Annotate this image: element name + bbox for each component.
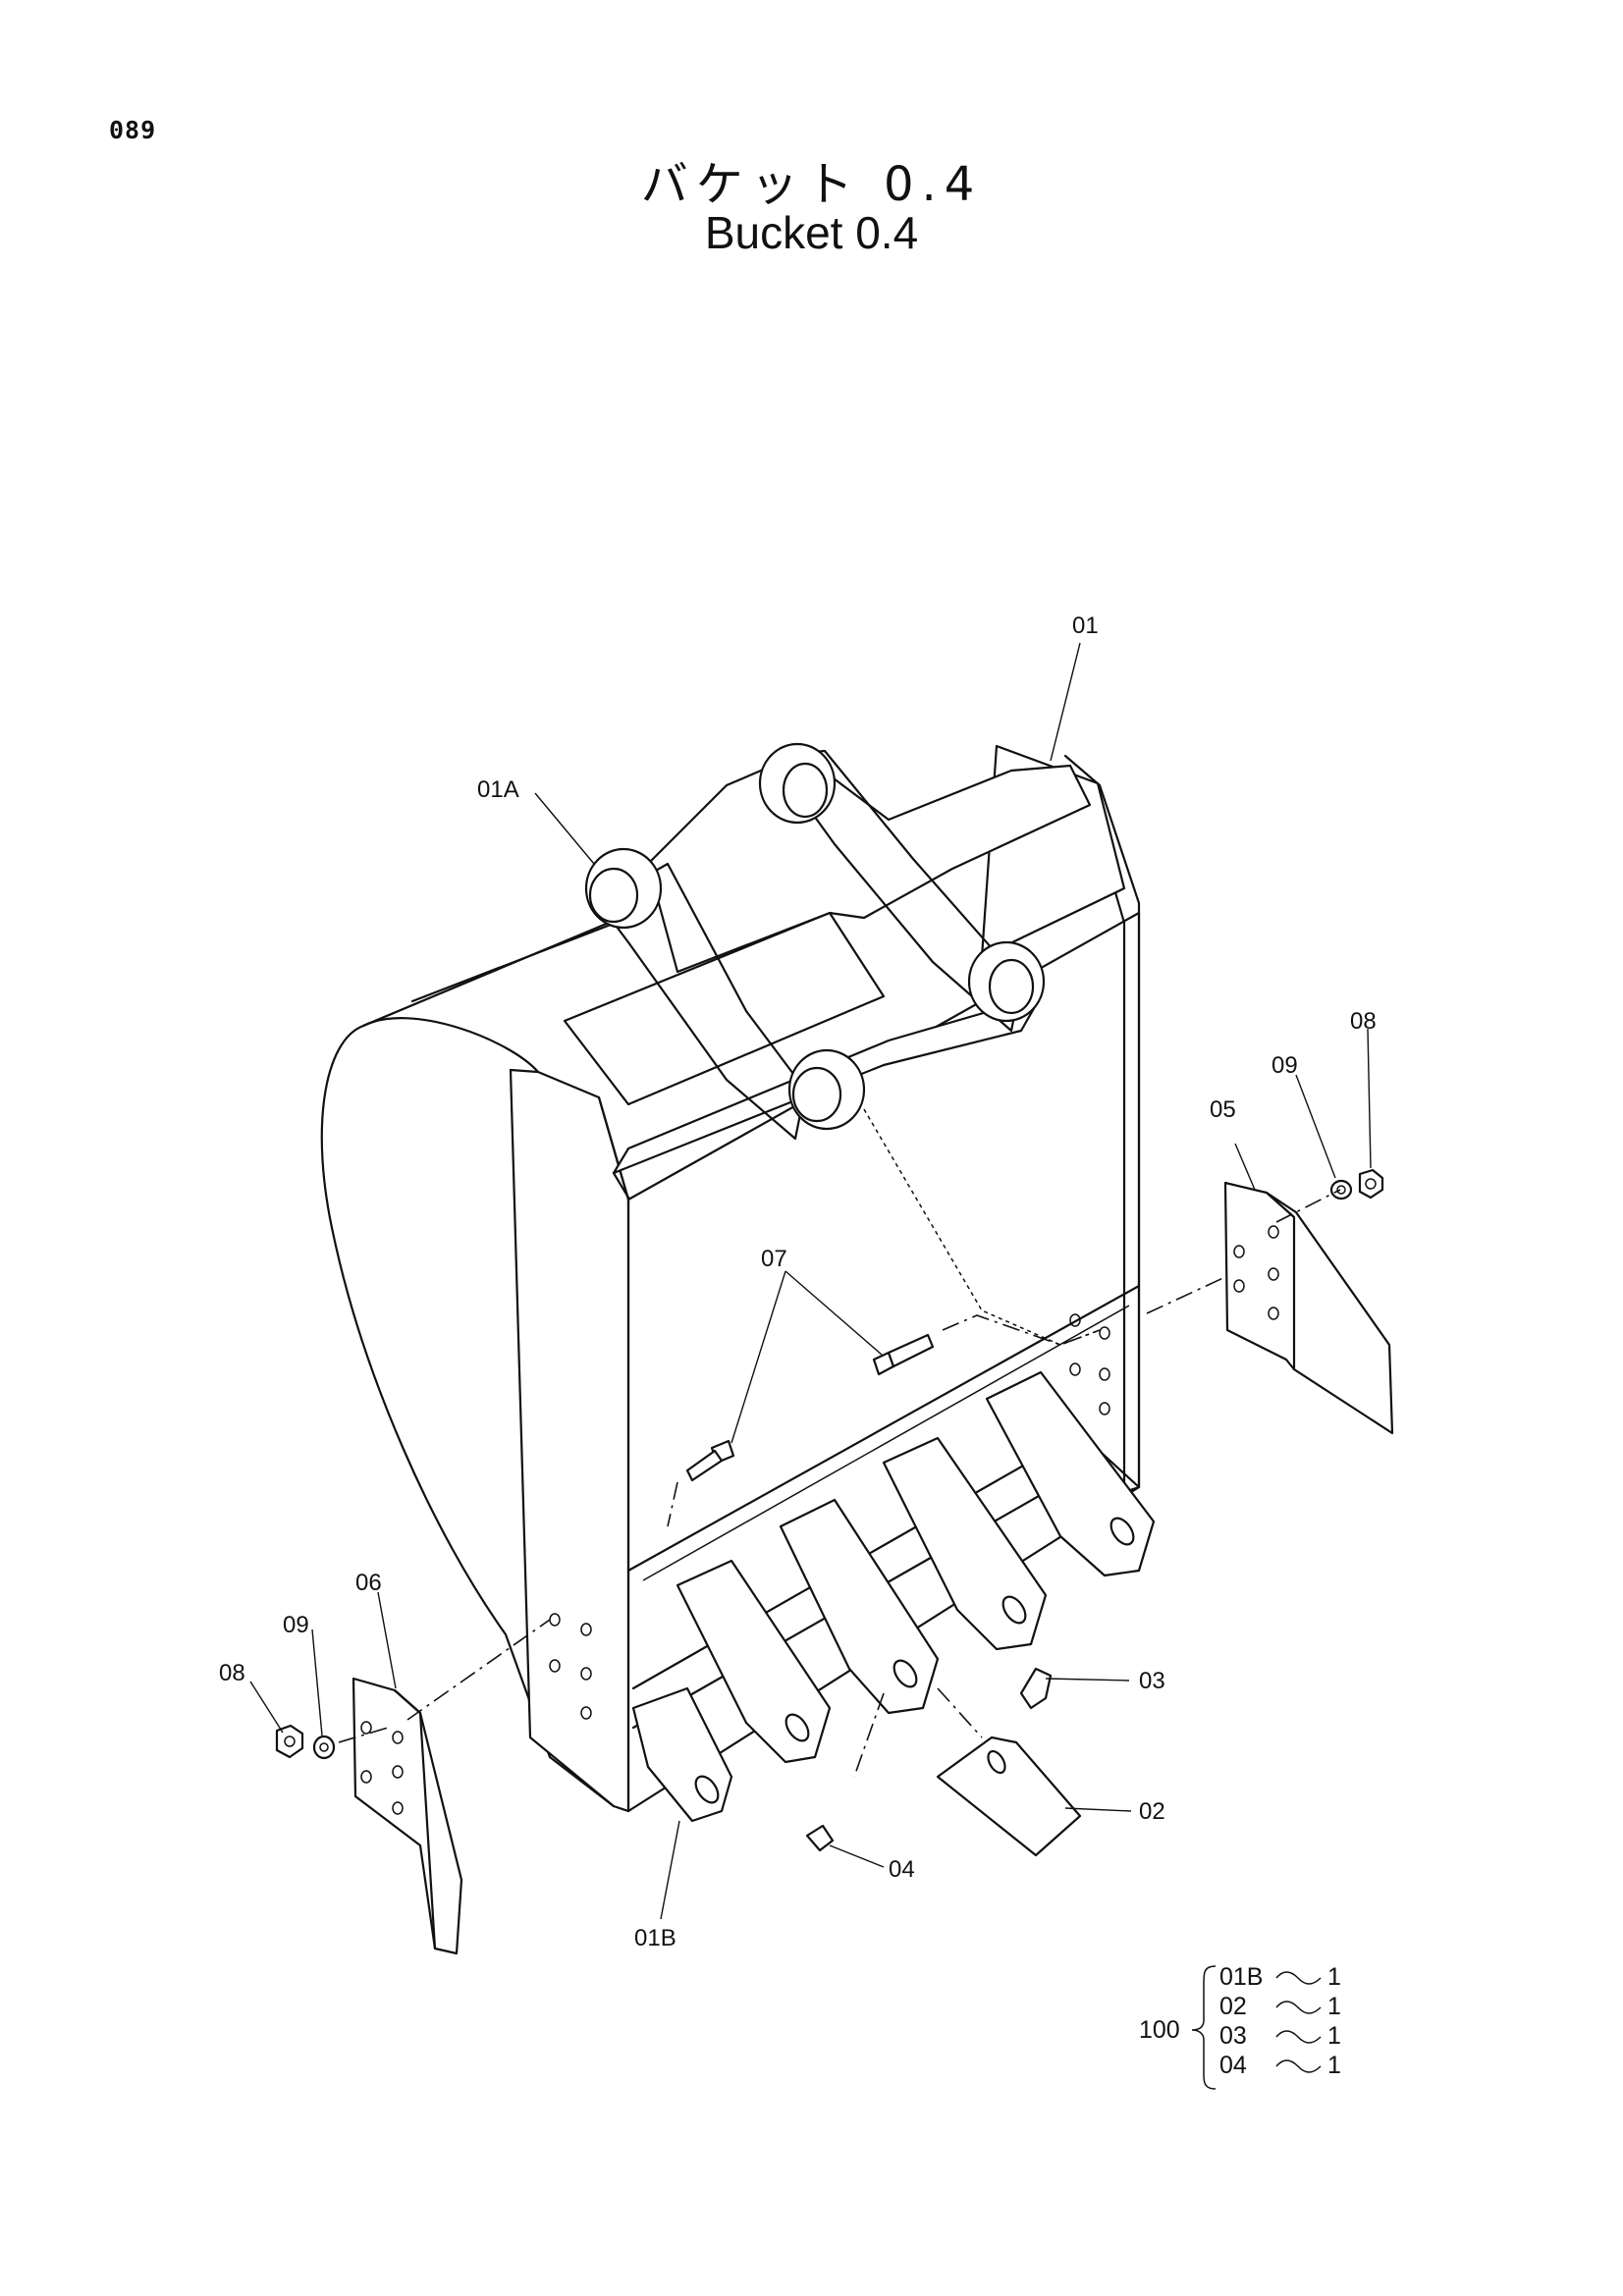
callout-03: 03 — [1139, 1668, 1165, 1694]
kit-part-2: 02 — [1219, 1993, 1247, 2020]
callout-01b: 01B — [634, 1925, 676, 1951]
callout-08-right: 08 — [1350, 1008, 1377, 1035]
kit-qty-2: 1 — [1327, 1993, 1341, 2020]
callout-07: 07 — [761, 1246, 787, 1272]
side-cutter-06 — [352, 1677, 463, 1955]
callout-04: 04 — [889, 1856, 915, 1883]
bucket-body-01 — [320, 742, 1141, 1813]
callout-09-right: 09 — [1271, 1052, 1298, 1079]
pin-boss-top-left — [584, 847, 663, 930]
tooth-point-02 — [936, 1735, 1082, 1857]
adapter-teeth-row — [631, 1370, 1156, 1823]
callout-02: 02 — [1139, 1798, 1165, 1825]
kit-tilde-2 — [1275, 2001, 1322, 2014]
retainer-04 — [805, 1824, 835, 1852]
pin-boss-bottom-left — [787, 1048, 866, 1131]
washer-09-right — [1329, 1179, 1353, 1201]
page-title-english: Bucket 0.4 — [704, 207, 919, 258]
nut-08-right — [1358, 1168, 1384, 1200]
kit-tilde-3 — [1275, 2030, 1322, 2044]
side-cutter-05 — [1223, 1181, 1394, 1435]
adapter-tooth-3 — [779, 1498, 940, 1715]
bolt-07-upper — [872, 1333, 935, 1376]
washer-09-left — [312, 1735, 336, 1760]
adapter-tooth-5 — [985, 1370, 1156, 1577]
kit-brace — [1191, 1965, 1217, 2090]
pin-boss-bottom-right — [967, 940, 1046, 1023]
callout-05: 05 — [1210, 1096, 1236, 1123]
kit-tilde-1 — [1275, 1971, 1322, 1985]
kit-part-4: 04 — [1219, 2052, 1247, 2079]
kit-100-list: 100 01B 02 03 04 1 1 1 1 — [1139, 1963, 1341, 2090]
page-title-japanese: バケット 0.4 — [640, 157, 983, 212]
leader-lines — [249, 642, 1372, 1920]
kit-qty-4: 1 — [1327, 2052, 1341, 2079]
callout-09-left: 09 — [283, 1612, 309, 1638]
callout-01: 01 — [1072, 613, 1099, 639]
page-number: 089 — [109, 116, 157, 144]
kit-part-3: 03 — [1219, 2022, 1247, 2050]
kit-qty-3: 1 — [1327, 2022, 1341, 2050]
kit-tilde-4 — [1275, 2059, 1322, 2073]
nut-08-left — [275, 1724, 304, 1759]
lock-pin-03 — [1019, 1667, 1053, 1710]
adapter-tooth-1 — [631, 1686, 733, 1823]
kit-part-1: 01B — [1219, 1963, 1263, 1991]
pin-boss-top-right — [758, 742, 837, 825]
callout-06: 06 — [355, 1570, 382, 1596]
side-holes-right — [1069, 1313, 1110, 1415]
kit-number: 100 — [1139, 2016, 1180, 2044]
bolt-07-lower — [685, 1439, 735, 1482]
adapter-tooth-2 — [676, 1559, 832, 1764]
kit-qty-1: 1 — [1327, 1963, 1341, 1991]
callout-08-left: 08 — [219, 1660, 245, 1686]
adapter-tooth-4 — [882, 1436, 1048, 1651]
callout-01a: 01A — [477, 776, 519, 803]
